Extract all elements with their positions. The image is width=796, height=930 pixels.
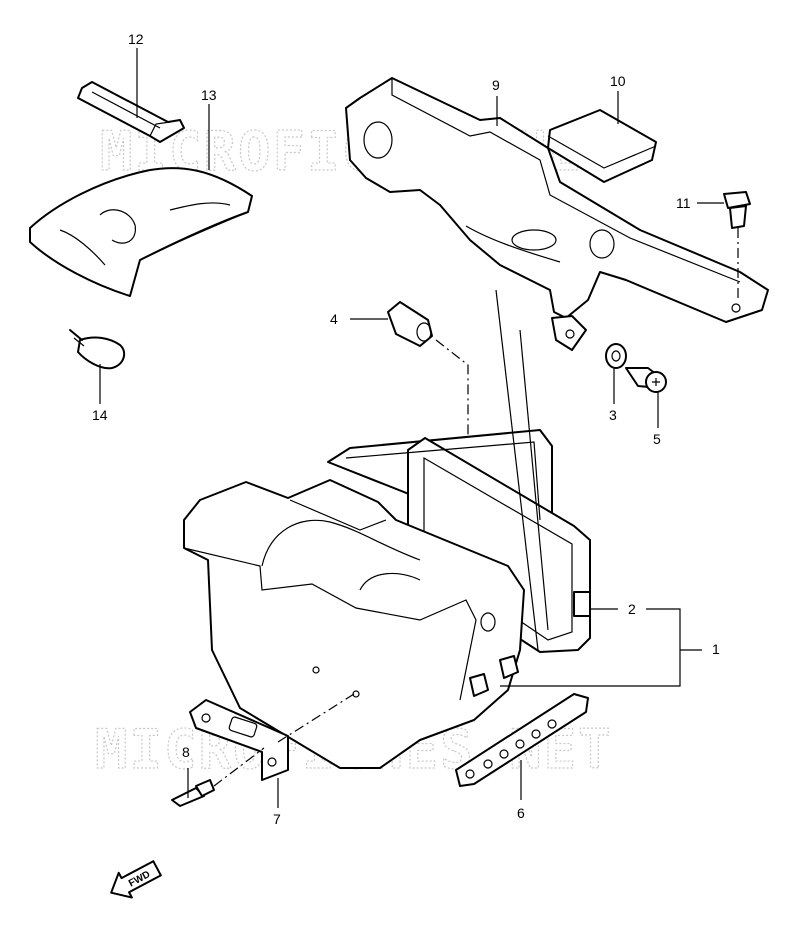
label-part-5: 5 xyxy=(653,431,661,447)
leader-lines xyxy=(99,48,724,808)
label-part-9: 9 xyxy=(492,77,500,93)
label-part-13: 13 xyxy=(201,87,217,103)
label-part-14: 14 xyxy=(92,407,108,423)
label-part-11: 11 xyxy=(676,195,691,211)
strip-part-6 xyxy=(455,693,589,787)
label-part-4: 4 xyxy=(330,311,338,327)
case-part-1 xyxy=(183,479,525,769)
label-part-12: 12 xyxy=(128,31,144,47)
fwd-arrow-icon: FWD xyxy=(110,860,162,899)
label-part-3: 3 xyxy=(609,407,617,423)
screw-part-5 xyxy=(625,367,667,393)
collar-part-4 xyxy=(387,301,469,600)
plug-part-14 xyxy=(69,329,126,370)
label-part-6: 6 xyxy=(517,805,525,821)
label-part-1: 1 xyxy=(712,641,720,657)
label-part-10: 10 xyxy=(610,73,626,89)
bolt-part-11 xyxy=(723,191,751,300)
strap-part-12 xyxy=(77,81,185,143)
washer-part-3 xyxy=(605,343,627,369)
cover-part-13 xyxy=(29,167,253,297)
pad-part-10 xyxy=(547,109,657,183)
label-part-8: 8 xyxy=(182,744,190,760)
clip-part-7 xyxy=(189,693,355,781)
bracket-part-9 xyxy=(345,77,769,351)
label-part-7: 7 xyxy=(273,811,281,827)
label-part-2: 2 xyxy=(628,601,636,617)
